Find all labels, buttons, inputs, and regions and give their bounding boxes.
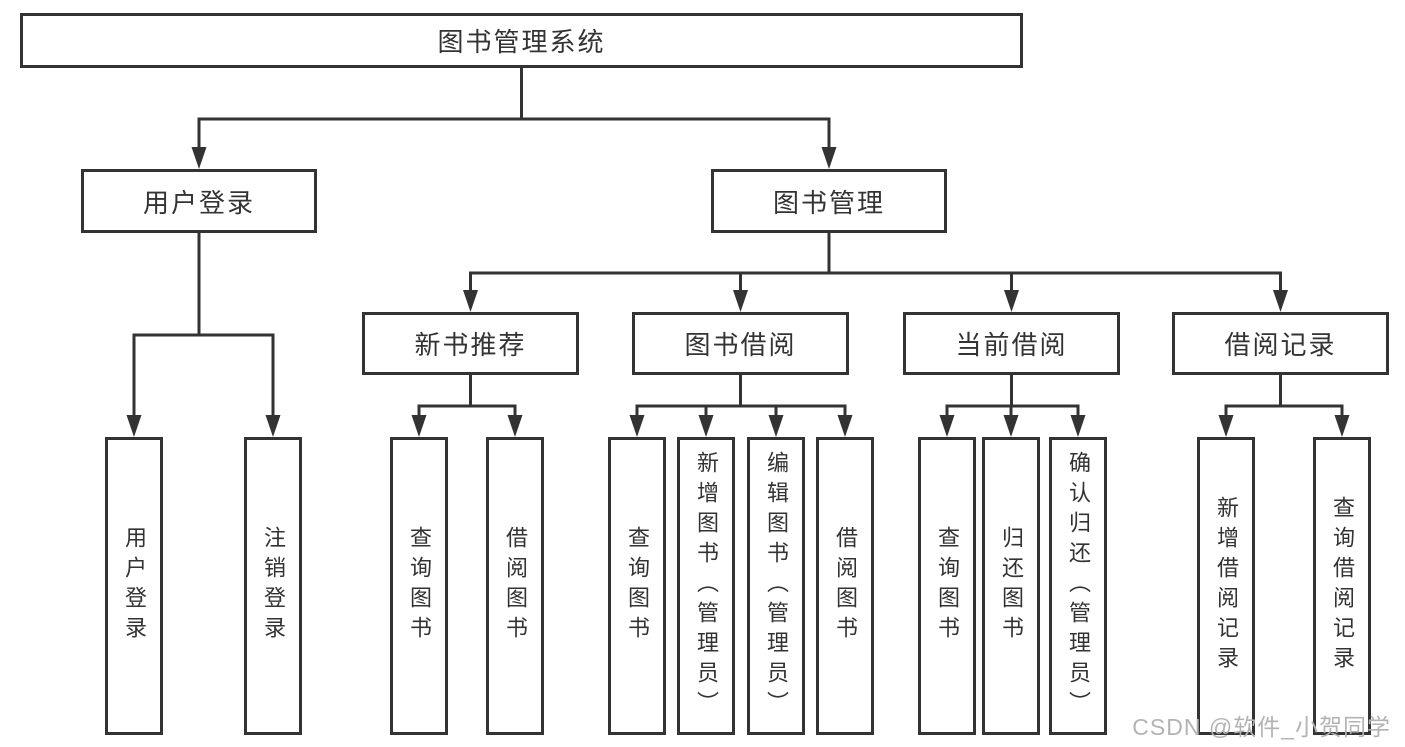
leaf-query-books-current: 查询图书: [918, 437, 976, 735]
leaf-logout: 注销登录: [244, 437, 302, 735]
leaf-label: 查询图书: [935, 526, 960, 646]
leaf-label: 借阅图书: [833, 526, 858, 646]
node-book-management: 图书管理: [711, 169, 947, 233]
leaf-label: 查询图书: [625, 526, 650, 646]
leaf-query-books-borrow: 查询图书: [608, 437, 666, 735]
leaf-add-borrow-record: 新增借阅记录: [1197, 437, 1255, 735]
csdn-watermark: CSDN @软件_小贺同学: [1132, 714, 1391, 740]
leaf-user-login: 用户登录: [105, 437, 163, 735]
node-label: 用户登录: [142, 187, 255, 218]
leaf-label: 借阅图书: [503, 526, 528, 646]
leaf-add-book-admin: 新增图书（管理员）: [677, 437, 735, 735]
node-borrow-records: 借阅记录: [1172, 312, 1389, 375]
leaf-label: 确认归还（管理员）: [1066, 451, 1091, 721]
leaf-borrow-books-recommend: 借阅图书: [486, 437, 544, 735]
leaf-query-books-recommend: 查询图书: [390, 437, 448, 735]
node-label: 新书推荐: [414, 330, 527, 360]
leaf-return-book: 归还图书: [982, 437, 1040, 735]
leaf-query-borrow-record: 查询借阅记录: [1313, 437, 1371, 735]
leaf-label: 注销登录: [261, 526, 286, 646]
node-book-borrow: 图书借阅: [632, 312, 849, 375]
node-label: 当前借阅: [955, 330, 1068, 360]
node-library-management-system: 图书管理系统: [20, 13, 1023, 68]
leaf-borrow-books: 借阅图书: [816, 437, 874, 735]
node-label: 图书管理系统: [437, 27, 606, 57]
leaf-label: 用户登录: [122, 526, 147, 646]
leaf-label: 编辑图书（管理员）: [764, 451, 789, 721]
leaf-label: 归还图书: [999, 526, 1024, 646]
leaf-confirm-return-admin: 确认归还（管理员）: [1049, 437, 1107, 735]
node-new-book-recommend: 新书推荐: [362, 312, 579, 375]
leaf-label: 新增图书（管理员）: [694, 451, 719, 721]
node-user-login: 用户登录: [81, 169, 317, 233]
leaf-label: 新增借阅记录: [1214, 496, 1239, 676]
node-current-borrow: 当前借阅: [903, 312, 1120, 375]
node-label: 图书借阅: [684, 330, 797, 360]
leaf-label: 查询图书: [407, 526, 432, 646]
leaf-edit-book-admin: 编辑图书（管理员）: [747, 437, 805, 735]
node-label: 图书管理: [772, 187, 885, 218]
node-label: 借阅记录: [1224, 330, 1337, 360]
leaf-label: 查询借阅记录: [1330, 496, 1355, 676]
